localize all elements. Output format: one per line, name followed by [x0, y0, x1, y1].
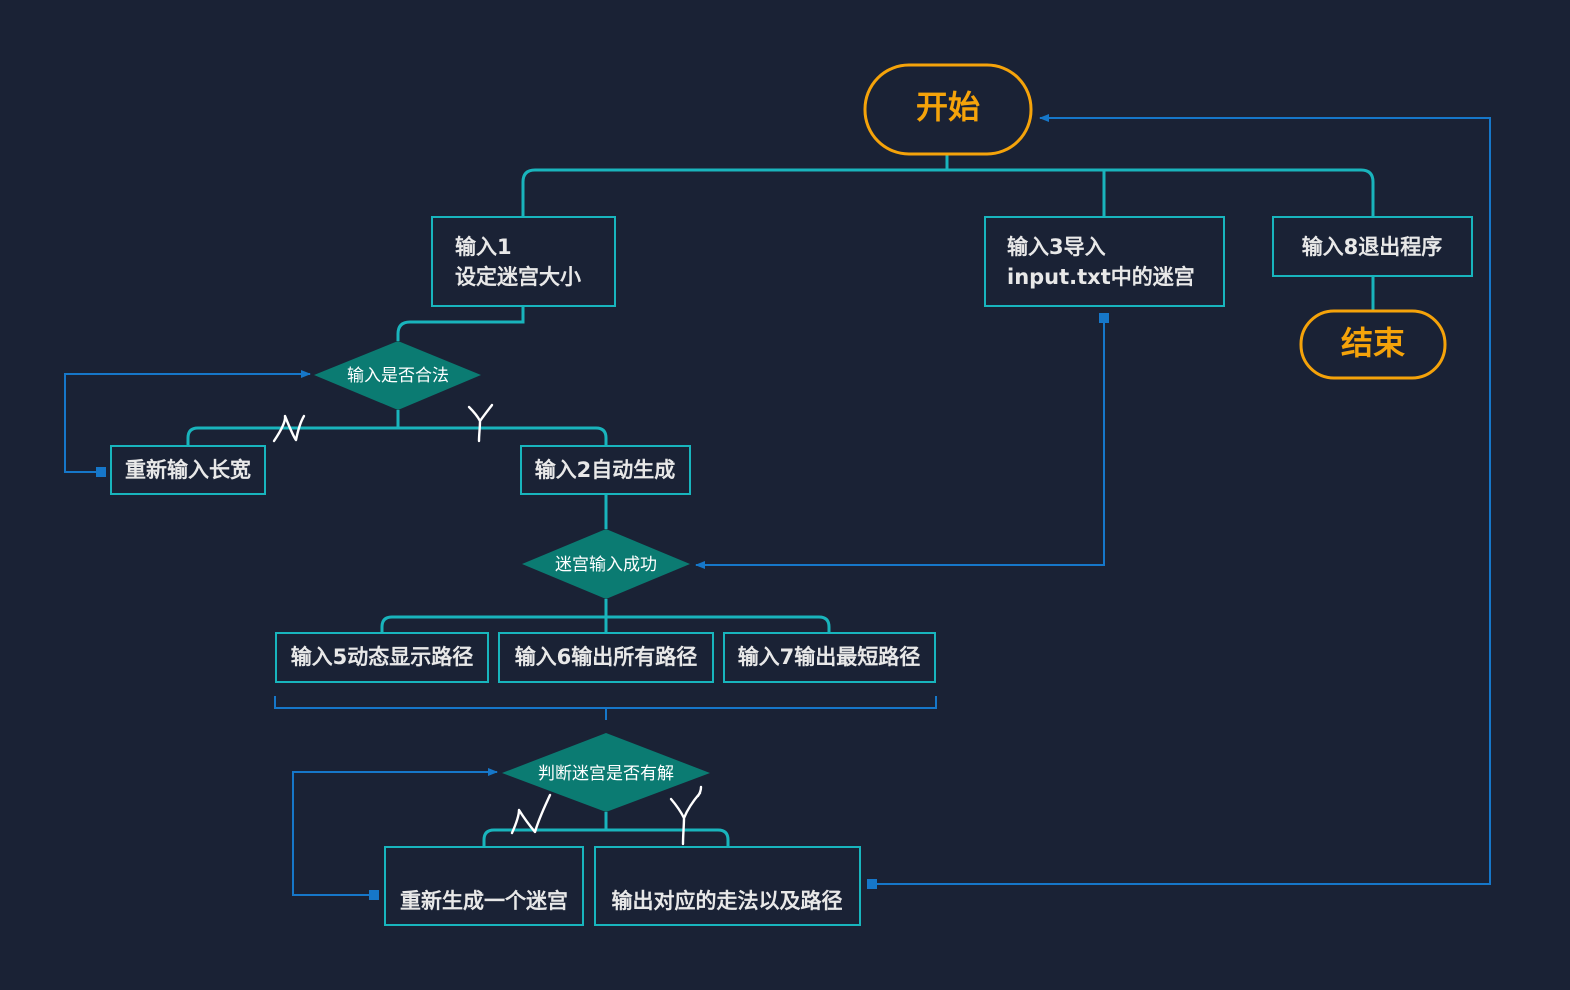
anchor-output	[867, 879, 877, 889]
anchor-regen	[369, 890, 379, 900]
anchor-input3	[1099, 313, 1109, 323]
branch-mark-no-1: N	[272, 414, 306, 443]
box-regen-label: 重新生成一个迷宫	[400, 889, 568, 913]
connectors	[186, 154, 1375, 847]
decision-solvable[interactable]: 判断迷宫是否有解	[502, 733, 710, 812]
box-input1[interactable]: 输入1 设定迷宫大小	[431, 216, 616, 307]
end-label: 结束	[1341, 324, 1405, 362]
loop-arrows	[64, 114, 1491, 896]
loop-anchors	[96, 313, 1109, 900]
box-input6-label: 输入6输出所有路径	[515, 645, 698, 669]
box-input2-label: 输入2自动生成	[535, 458, 676, 482]
box-input5-label: 输入5动态显示路径	[291, 645, 474, 669]
box-input6[interactable]: 输入6输出所有路径	[498, 632, 714, 683]
loop-output-to-start	[872, 114, 1491, 885]
decision-valid-input[interactable]: 输入是否合法	[314, 341, 481, 410]
loop-input3-to-success	[695, 318, 1105, 569]
box-regen[interactable]: 重新生成一个迷宫	[384, 846, 584, 926]
box-reenter[interactable]: 重新输入长宽	[110, 445, 266, 495]
box-input2[interactable]: 输入2自动生成	[520, 445, 691, 495]
anchor-reenter	[96, 467, 106, 477]
box-input1-line1: 输入1	[455, 235, 512, 259]
start-terminal[interactable]: 开始	[863, 63, 1033, 156]
loop-reenter-to-valid	[64, 370, 311, 473]
box-input1-line2: 设定迷宫大小	[455, 265, 581, 289]
box-input8[interactable]: 输入8退出程序	[1272, 216, 1473, 277]
branch-mark-yes-2: Y'	[669, 785, 703, 846]
box-input3-line1: 输入3导入	[1007, 235, 1106, 259]
connector-input1-to-valid	[396, 306, 525, 341]
branch-mark-no-2: N	[510, 793, 552, 835]
box-input3[interactable]: 输入3导入 input.txt中的迷宫	[984, 216, 1225, 307]
decision-maze-success-label: 迷宫输入成功	[555, 555, 657, 575]
box-reenter-label: 重新输入长宽	[125, 458, 251, 482]
box-input7-label: 输入7输出最短路径	[738, 645, 921, 669]
decision-valid-input-label: 输入是否合法	[347, 366, 449, 386]
box-input5[interactable]: 输入5动态显示路径	[275, 632, 489, 683]
box-output-label: 输出对应的走法以及路径	[612, 889, 843, 913]
start-label: 开始	[916, 88, 980, 126]
decision-maze-success[interactable]: 迷宫输入成功	[522, 529, 690, 599]
connector-valid-branches	[186, 426, 608, 446]
branch-mark-yes-1: Y	[467, 403, 494, 443]
box-input8-label: 输入8退出程序	[1302, 235, 1443, 259]
merge-bracket	[274, 696, 937, 720]
end-terminal[interactable]: 结束	[1299, 309, 1447, 380]
loop-regen-to-solvable	[292, 768, 498, 896]
box-input3-line2: input.txt中的迷宫	[1007, 265, 1195, 289]
connector-start-branches	[521, 168, 1375, 217]
box-output[interactable]: 输出对应的走法以及路径	[594, 846, 861, 926]
box-input7[interactable]: 输入7输出最短路径	[723, 632, 936, 683]
decision-solvable-label: 判断迷宫是否有解	[538, 764, 674, 784]
connector-solvable-branches	[482, 828, 730, 847]
